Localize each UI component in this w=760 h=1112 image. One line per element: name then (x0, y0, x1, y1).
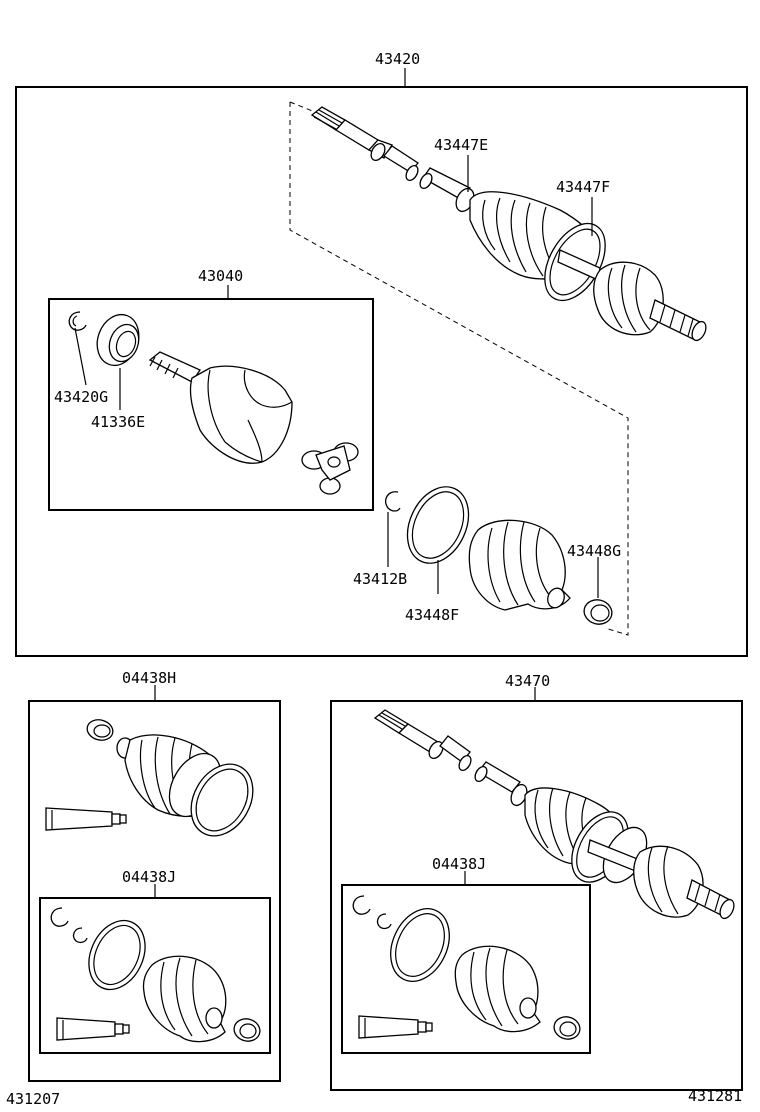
inner-b-grease-tube-part (358, 1015, 433, 1039)
dust-seal-part (96, 313, 140, 367)
hole-snap-ring-group: 43412B (353, 491, 407, 588)
boot-kit-inner-a-label: 04438J (122, 868, 176, 886)
tripod-part (301, 442, 359, 495)
exploded-view-outline (289, 102, 629, 636)
drive-shaft-upper (310, 106, 707, 342)
shaft-assembly-rh-frame (330, 700, 743, 1091)
outboard-grease-tube-part (45, 807, 127, 831)
drive-shaft-lower (373, 709, 735, 920)
main-assembly-label: 43420 (375, 50, 420, 68)
boot-clamp-small-label: 43447F (556, 178, 610, 196)
inboard-boot-band-part (406, 486, 470, 564)
main-assembly-frame (15, 86, 748, 657)
boot-kit-outboard-label: 04438H (122, 669, 176, 687)
inner-b-band-part (390, 908, 450, 982)
shaft-assembly-rh-label: 43470 (505, 672, 550, 690)
exploded-view-outline-top (289, 101, 316, 113)
inner-b-snap-ring-part (352, 895, 371, 915)
inboard-boot-band-label: 43448F (405, 606, 459, 624)
inner-a-band-part (88, 919, 146, 991)
boot-kit-inner-a-group: 04438J (39, 868, 271, 1054)
hole-snap-ring-part (384, 491, 401, 512)
inboard-boot-band-group: 43448F (405, 486, 470, 624)
snap-ring-part (68, 311, 87, 331)
inner-a-grease-tube-part (56, 1017, 130, 1041)
inner-b-clamp-part (553, 1016, 581, 1040)
inboard-joint-kit-label: 43040 (198, 267, 243, 285)
clamp-label-large-group: 43447E (434, 136, 488, 192)
inner-b-boot-part (454, 945, 541, 1033)
inboard-boot-clamp-label: 43448G (567, 542, 621, 560)
inner-a-snap-ring-part (50, 907, 69, 927)
snap-ring-label: 43420G (54, 388, 108, 406)
inboard-boot-part (468, 519, 571, 611)
outboard-small-clamp-part (86, 719, 114, 741)
figure-code-right: 431281 (688, 1087, 742, 1105)
shaft-assembly-rh-group: 43470 (330, 672, 743, 1091)
boot-clamp-large-label: 43447E (434, 136, 488, 154)
boot-kit-inner-b-label: 04438J (432, 855, 486, 873)
inboard-joint-kit-frame (48, 298, 374, 511)
inner-a-hole-ring-part (72, 927, 88, 944)
inboard-joint-housing-part (148, 351, 293, 464)
boot-kit-outboard-group: 04438H (28, 669, 281, 1082)
inner-b-hole-ring-part (376, 913, 392, 930)
inboard-boot-clamp-part (583, 599, 613, 625)
snap-ring-leader (74, 327, 87, 386)
main-assembly-group: 43420 (15, 50, 748, 657)
clamp-label-small-group: 43447F (556, 178, 610, 236)
inner-a-clamp-part (233, 1018, 261, 1042)
outboard-clamp-rings-part (168, 752, 254, 837)
boot-kit-inner-b-group: 04438J (341, 855, 591, 1054)
hole-snap-ring-label: 43412B (353, 570, 407, 588)
inner-a-boot-part (142, 955, 227, 1043)
inboard-joint-kit-group: 43040 43420G 41336E (48, 267, 374, 511)
figure-code-left: 431207 (6, 1090, 60, 1108)
boot-kit-inner-b-frame (341, 884, 591, 1054)
inboard-boot-clamp-group: 43448G (567, 542, 621, 625)
dust-seal-label: 41336E (91, 413, 145, 431)
